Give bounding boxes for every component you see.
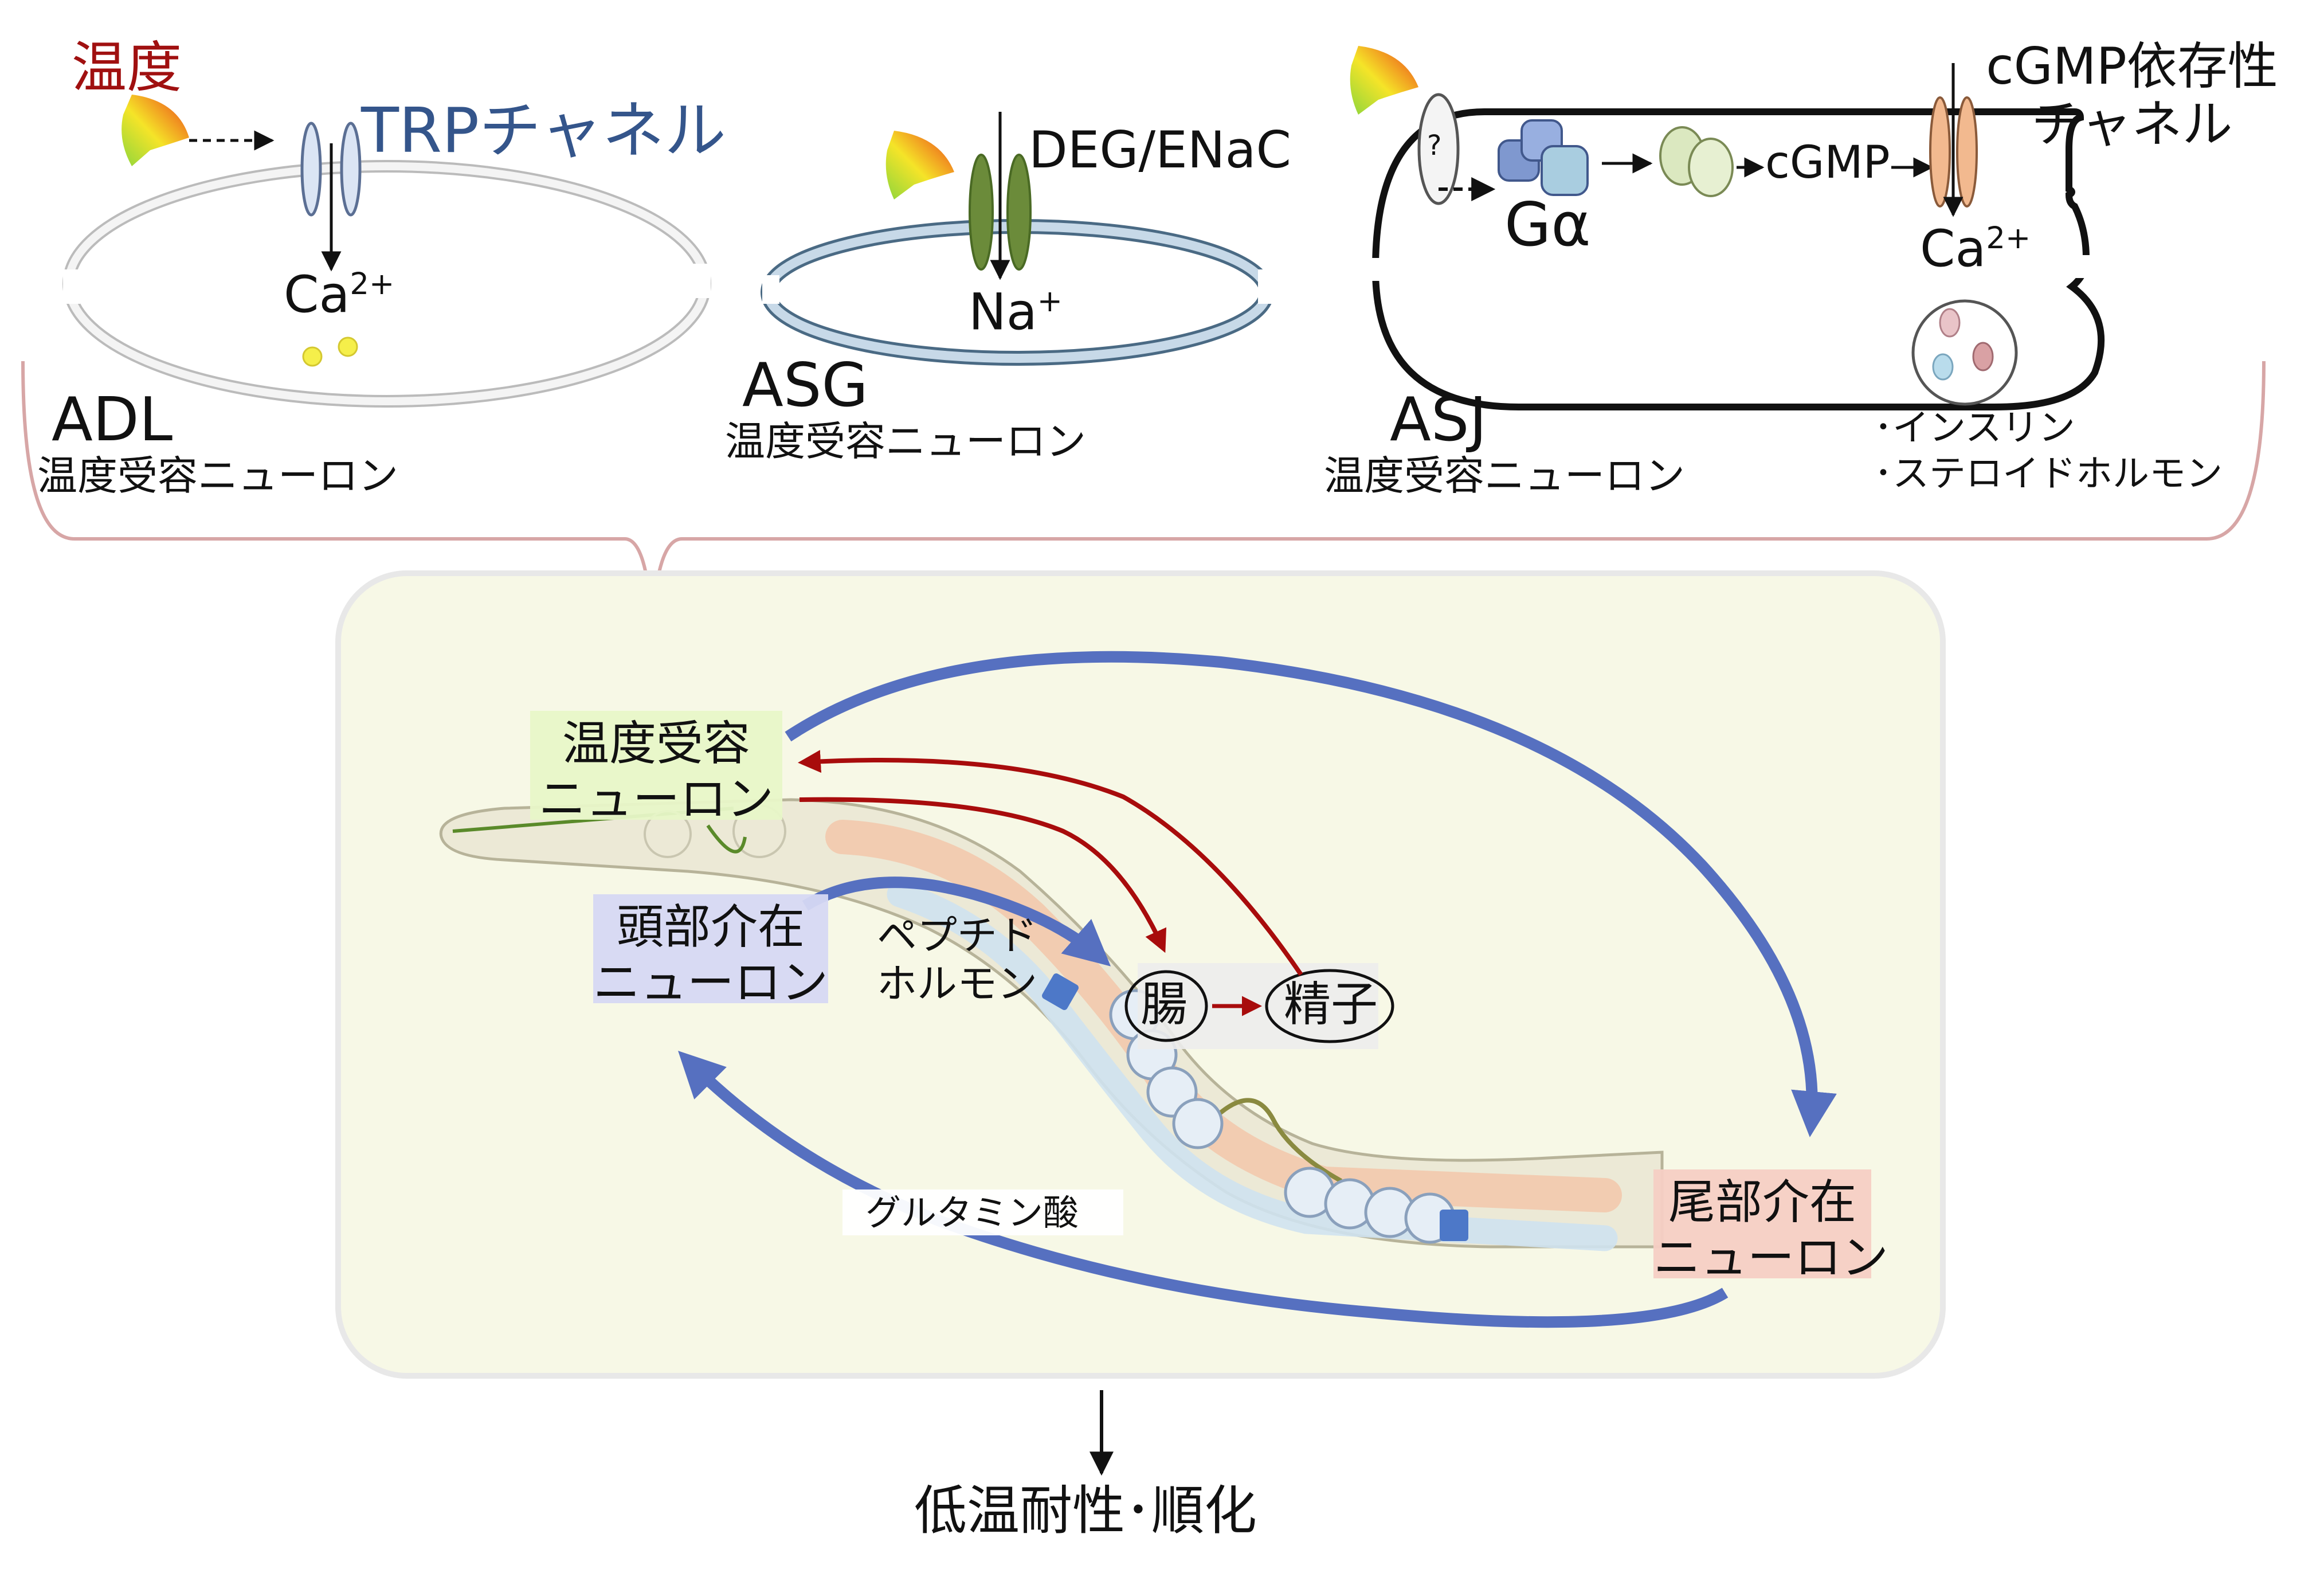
temperature-icon-adl bbox=[122, 95, 189, 166]
asj-name: ASJ bbox=[1390, 385, 1487, 455]
deg-enac-channel-left bbox=[969, 154, 994, 271]
glutamate-label: グルタミン酸 bbox=[865, 1192, 1079, 1234]
tail-to-head-arrow bbox=[678, 1051, 1729, 1328]
temperature-icon-asj bbox=[1350, 46, 1418, 115]
head-inter-line2: ニューロン bbox=[593, 955, 829, 1010]
asg-type-label: 温度受容ニューロン bbox=[725, 418, 1086, 465]
adl-name: ADL bbox=[52, 385, 173, 455]
worm-body bbox=[439, 798, 1664, 1251]
gut-label: 腸 bbox=[1141, 977, 1188, 1032]
cgmp-label: cGMP bbox=[1765, 137, 1890, 189]
temperature-label: 温度 bbox=[72, 36, 182, 100]
ca-dot bbox=[302, 346, 323, 367]
trp-channel-right bbox=[340, 122, 362, 217]
secretion-steroid: ･ステロイドホルモン bbox=[1874, 453, 2223, 495]
ca-dot bbox=[338, 336, 358, 357]
cgmp-channel-label: cGMP依存性 チャネル bbox=[1966, 37, 2298, 154]
head-inter-box bbox=[593, 894, 828, 1003]
thermo-to-tail-arrow bbox=[785, 651, 1837, 1137]
asg-ion-label: Na+ bbox=[969, 282, 1063, 342]
tail-inter-line2: ニューロン bbox=[1653, 1230, 1889, 1285]
cgmp-channel-right bbox=[1956, 96, 1978, 208]
cgmp-channel-line1: cGMP依存性 bbox=[1986, 37, 2278, 96]
peptide-line1: ペプチド bbox=[877, 912, 1037, 959]
glutamate-box bbox=[842, 1189, 1123, 1235]
sperm-label: 精子 bbox=[1284, 977, 1378, 1032]
adl-cell bbox=[62, 160, 711, 408]
thermo-neuron-line2: ニューロン bbox=[538, 772, 774, 827]
trp-channel-label: TRPチャネル bbox=[361, 95, 727, 167]
adl-ion-label: Ca2+ bbox=[284, 265, 395, 324]
galpha-label: Gα bbox=[1504, 190, 1591, 260]
head-inter-label: 頭部介在 ニューロン bbox=[593, 900, 828, 1011]
sperm-to-thermo-arrow bbox=[798, 750, 1303, 976]
thermo-to-gut-arrow bbox=[799, 797, 1167, 953]
sperm-oval bbox=[1265, 969, 1394, 1043]
cgmp-channel-left bbox=[1929, 96, 1951, 208]
tail-inter-line1: 尾部介在 bbox=[1668, 1175, 1856, 1230]
asj-type-label: 温度受容ニューロン bbox=[1324, 452, 1685, 499]
peptide-hormone-label: ペプチド ホルモン bbox=[877, 911, 1037, 1008]
unknown-receptor bbox=[1417, 93, 1460, 205]
guanylyl-cyclase bbox=[1659, 126, 1734, 197]
unknown-receptor-label: ? bbox=[1427, 130, 1442, 162]
trp-channel-left bbox=[300, 122, 322, 217]
secretion-insulin: ･インスリン bbox=[1874, 407, 2075, 449]
thermo-neuron-label: 温度受容 ニューロン bbox=[530, 717, 782, 828]
tail-inter-label: 尾部介在 ニューロン bbox=[1653, 1175, 1889, 1286]
temperature-icon-asg bbox=[885, 131, 954, 199]
deg-enac-channel-right bbox=[1006, 154, 1032, 271]
deg-enac-label: DEG/ENaC bbox=[1029, 120, 1292, 179]
peptide-line2: ホルモン bbox=[877, 960, 1037, 1007]
cgmp-channel-line2: チャネル bbox=[2031, 95, 2233, 154]
head-inter-line1: 頭部介在 bbox=[616, 900, 805, 954]
gut-oval bbox=[1124, 970, 1208, 1042]
asg-name: ASG bbox=[742, 350, 868, 420]
g-protein-complex bbox=[1498, 119, 1589, 196]
adl-type-label: 温度受容ニューロン bbox=[37, 452, 398, 499]
asj-ion-label: Ca2+ bbox=[1920, 219, 2031, 279]
tail-inter-box bbox=[1653, 1169, 1871, 1278]
secretory-vesicle bbox=[1911, 299, 2018, 406]
outcome-label: 低温耐性･順化 bbox=[914, 1480, 1257, 1541]
head-to-gut-arrow bbox=[802, 877, 1111, 967]
thermo-neuron-line1: 温度受容 bbox=[562, 717, 750, 771]
thermo-neuron-box bbox=[530, 711, 782, 820]
